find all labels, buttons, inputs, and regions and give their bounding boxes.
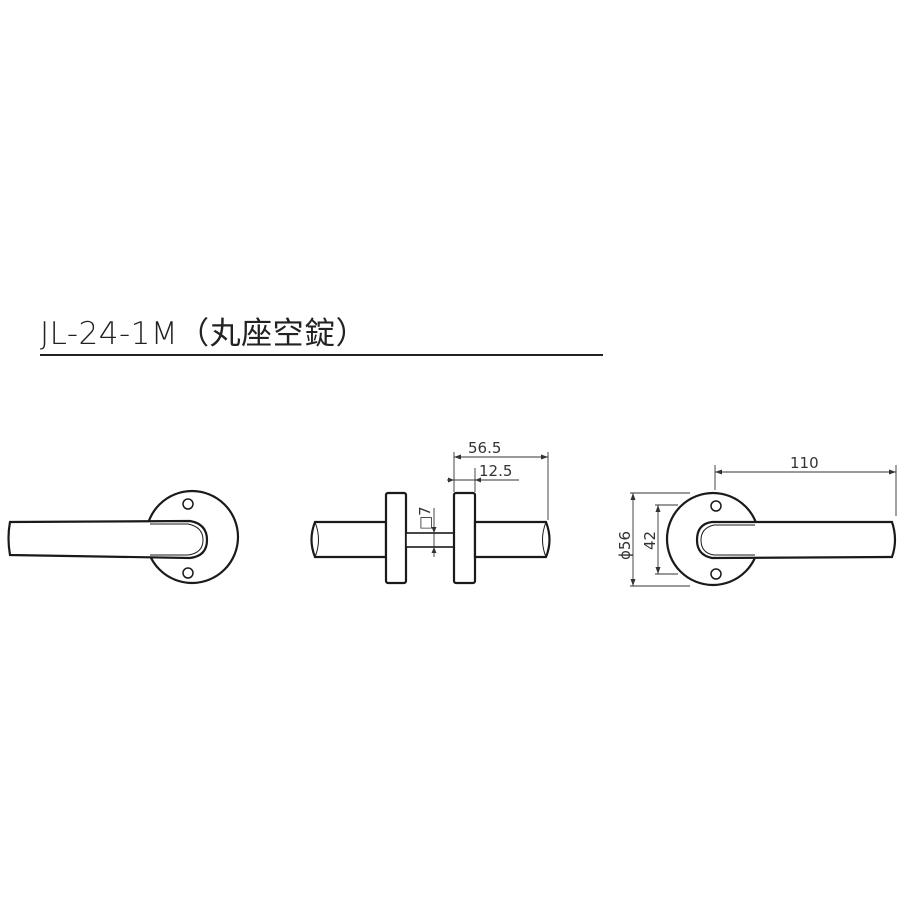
rose-plate-right <box>452 491 477 585</box>
dim-overall-depth: 56.5 <box>468 439 501 457</box>
lever-left-side <box>310 520 388 559</box>
front-view-left <box>7 489 240 585</box>
screw-hole <box>182 567 194 579</box>
screw-hole <box>182 498 194 510</box>
dim-rose-diameter: ϕ56 <box>616 531 634 560</box>
side-view: 56.5 12.5 □7 <box>310 439 551 585</box>
dim-screw-pitch: 42 <box>641 531 659 550</box>
lever-right-side <box>473 520 551 559</box>
dim-lever-length: 110 <box>790 454 819 472</box>
lever-handle <box>7 519 209 560</box>
title-underline <box>40 354 603 356</box>
dim-spindle-square: □7 <box>416 506 434 530</box>
lever-handle <box>695 520 897 560</box>
spindle <box>405 532 456 548</box>
dim-rose-thickness: 12.5 <box>479 462 512 480</box>
rose-plate-left <box>384 491 408 585</box>
screw-hole <box>710 568 722 580</box>
product-title: JL-24-1M（丸座空錠） <box>40 316 368 352</box>
screw-hole <box>710 500 722 512</box>
lever-neck-line <box>150 523 204 556</box>
front-view-right: 110 ϕ56 42 <box>616 454 897 587</box>
